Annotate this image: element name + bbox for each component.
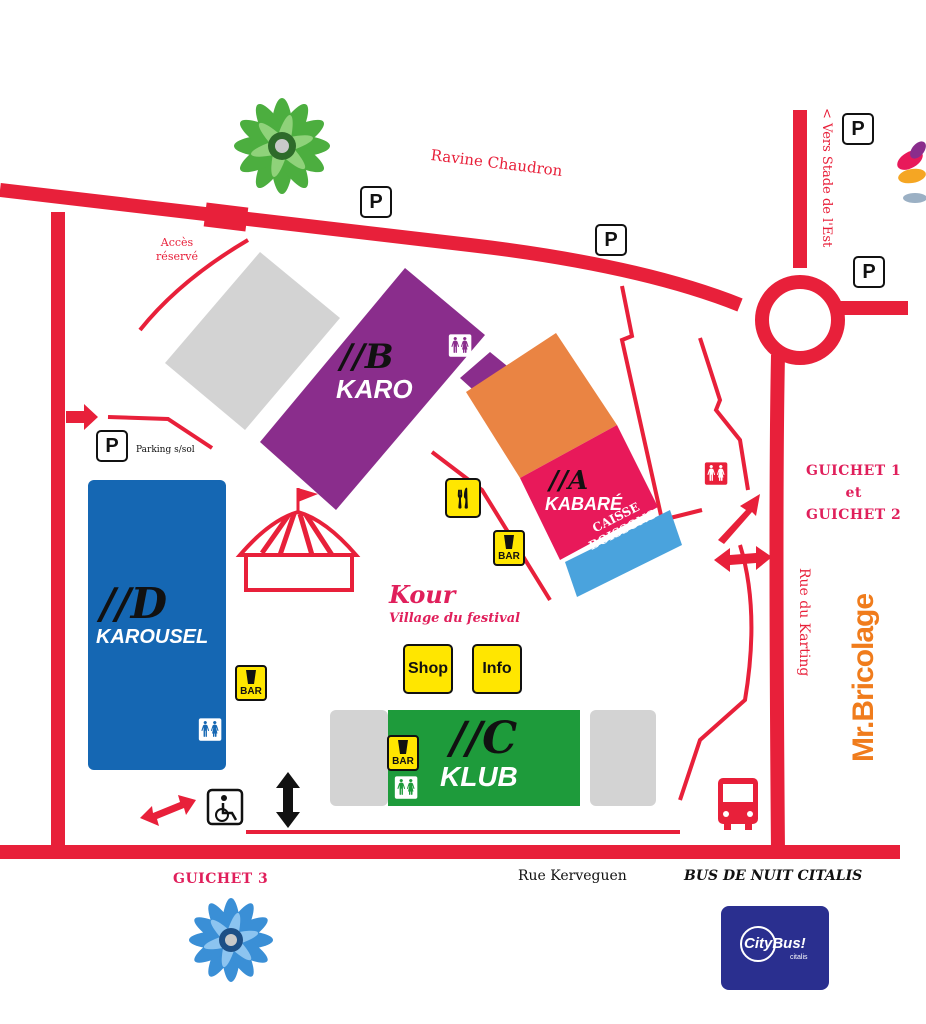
street-label-rue-karting: Rue du Karting [796, 568, 812, 677]
venue-c-name: KLUB [440, 761, 518, 792]
shop-badge: Shop [403, 644, 453, 694]
citalis-logo-text: citalis [790, 954, 808, 961]
venue-b-label: //B KARO [336, 340, 413, 404]
venue-a-label: //A KABARÉ [545, 468, 622, 514]
info-badge: Info [472, 644, 522, 694]
citybus-logo [721, 906, 829, 990]
venue-a-name: KABARÉ [545, 494, 623, 514]
guichet-2-text: GUICHET 2 [806, 507, 902, 523]
road-ravine-chaudron [0, 183, 743, 312]
venue-d-shape [88, 480, 226, 770]
bar-badge-text: BAR [240, 686, 262, 697]
roundabout [755, 275, 845, 365]
site-boundaries [107, 238, 754, 834]
two-way-arrow-southwest [140, 795, 196, 826]
guichet-3-label: GUICHET 3 [173, 871, 269, 887]
toilets-icon: 🚻︎ [392, 776, 420, 801]
mr-bricolage-logo: Mr.Bricolage [847, 593, 880, 762]
venue-d-label: //D KAROUSEL [96, 579, 209, 649]
venue-a-code: //A [549, 466, 589, 496]
venue-d-name: KAROUSEL [96, 626, 209, 648]
wheelchair-icon [206, 788, 244, 826]
bus-icon [718, 778, 758, 830]
bar-badge-text: BAR [498, 551, 520, 562]
road-rue-karting [769, 354, 785, 853]
guichet-1-2-label: GUICHET 1 et GUICHET 2 [806, 460, 901, 526]
toilets-icon: 🚻︎ [446, 334, 474, 359]
parking-sous-sol-label: Parking s/sol [136, 445, 195, 455]
bar-badge-kabare: BAR [493, 530, 525, 566]
bar-badge-karousel: BAR [235, 665, 267, 701]
venue-c-code: //C [450, 713, 518, 764]
green-flower-icon [234, 98, 330, 194]
kour-subtitle: Village du festival [389, 611, 521, 626]
parking-badge-2: P [595, 224, 627, 256]
caisse-boissons-shape [565, 510, 682, 597]
toilets-icon: 🚻︎ [196, 718, 224, 743]
orange-block [466, 333, 617, 478]
entry-arrow-west [66, 404, 98, 430]
festival-logo-partial [897, 141, 926, 203]
diagonal-arrow-east [718, 494, 760, 544]
venue-c-shape [388, 710, 580, 806]
guichet-1-text: GUICHET 1 [806, 463, 902, 479]
two-way-arrow-east [714, 546, 772, 572]
bar-badge-klub: BAR [387, 735, 419, 771]
parking-badge-4: P [853, 256, 885, 288]
venue-b-shape [260, 268, 485, 510]
roads [0, 110, 908, 859]
bus-de-nuit-label: BUS DE NUIT CITALIS [684, 868, 863, 884]
grey-blocks [165, 252, 656, 806]
venue-d-code: //D [100, 579, 168, 628]
fork-knife-icon: 🍴︎ [445, 478, 481, 518]
parking-badge-3: P [842, 113, 874, 145]
street-label-acces-reserve: Accès réservé [156, 236, 198, 263]
venue-a-shape [520, 425, 658, 560]
parking-badge-5: P [96, 430, 128, 462]
venue-b-connector [460, 352, 512, 398]
venue-b-name: KARO [336, 374, 413, 404]
venue-b-code: //B [340, 337, 394, 377]
circus-tent-icon [235, 488, 361, 592]
guichet-et-text: et [845, 485, 862, 501]
venue-c-label: //C KLUB [440, 716, 518, 792]
kour-title: Kour [389, 580, 456, 609]
street-label-vers-stade: < Vers Stade de l'Est [819, 108, 834, 248]
bar-badge-text: BAR [392, 756, 414, 767]
street-label-rue-kerveguen: Rue Kerveguen [518, 868, 627, 884]
black-two-way-arrow [276, 772, 300, 828]
toilets-icon: 🚻︎ [702, 462, 730, 487]
citybus-logo-text: CityBus! [744, 935, 806, 952]
red-arrows [66, 404, 772, 826]
parking-badge-1: P [360, 186, 392, 218]
road-gate [203, 202, 249, 232]
blue-flower-icon [189, 898, 273, 982]
